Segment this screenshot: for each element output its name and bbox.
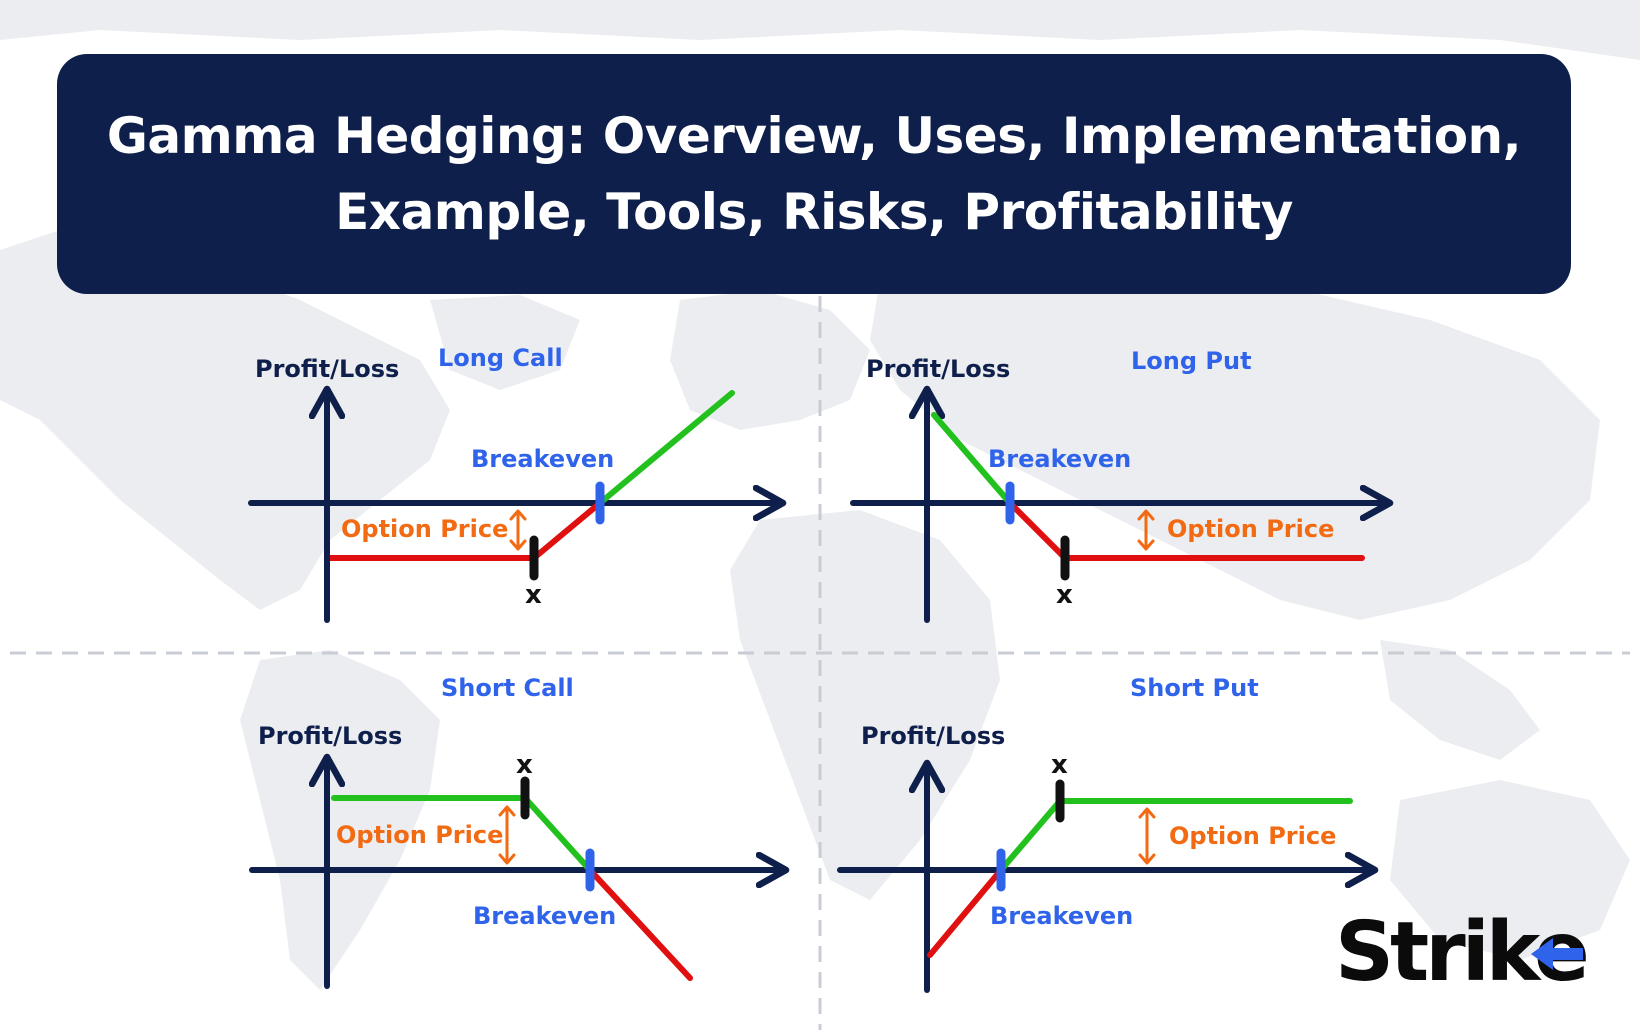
logo-arrow-accent bbox=[1531, 938, 1583, 970]
breakeven-label: Breakeven bbox=[990, 902, 1133, 930]
panel-title-long-put: Long Put bbox=[1131, 347, 1252, 375]
strike-label: x bbox=[1051, 750, 1068, 780]
strike-label: x bbox=[1056, 580, 1073, 610]
title-line-1: Gamma Hedging: Overview, Uses, Implement… bbox=[106, 107, 1522, 165]
axis-label-profit-loss: Profit/Loss bbox=[258, 722, 402, 750]
map-africa bbox=[730, 510, 1000, 900]
breakeven-label: Breakeven bbox=[988, 445, 1131, 473]
map-australia bbox=[1390, 780, 1630, 960]
option-price-arrow bbox=[1138, 807, 1156, 865]
strike-logo: Strike bbox=[1335, 905, 1590, 992]
panel-long-call: Profit/Loss Long Call Breakeven Option P… bbox=[248, 344, 780, 623]
map-north-top bbox=[0, 0, 1640, 60]
panel-title-long-call: Long Call bbox=[438, 344, 563, 372]
panel-title-short-call: Short Call bbox=[441, 674, 574, 702]
axis-label-profit-loss: Profit/Loss bbox=[861, 722, 1005, 750]
breakeven-label: Breakeven bbox=[473, 902, 616, 930]
option-price-arrow bbox=[498, 805, 516, 865]
option-price-label: Option Price bbox=[1167, 515, 1334, 543]
axis-label-profit-loss: Profit/Loss bbox=[866, 355, 1010, 383]
title-line-2: Example, Tools, Risks, Profitability bbox=[335, 183, 1293, 241]
title-banner: Gamma Hedging: Overview, Uses, Implement… bbox=[57, 54, 1571, 294]
profit-segment bbox=[931, 412, 1013, 506]
option-price-arrow bbox=[1137, 509, 1155, 551]
option-price-arrow bbox=[509, 509, 527, 551]
option-price-label: Option Price bbox=[1169, 822, 1336, 850]
map-north-america bbox=[0, 230, 450, 610]
axis-label-profit-loss: Profit/Loss bbox=[255, 355, 399, 383]
profit-segment bbox=[597, 390, 735, 506]
panel-long-put: Profit/Loss Long Put Breakeven Option Pr… bbox=[850, 347, 1387, 623]
map-greenland bbox=[430, 295, 580, 390]
panel-short-put: Short Put Profit/Loss x Option Price Bre… bbox=[837, 674, 1372, 993]
loss-segment bbox=[927, 867, 1004, 958]
strike-label: x bbox=[525, 580, 542, 610]
option-price-label: Option Price bbox=[336, 821, 503, 849]
breakeven-label: Breakeven bbox=[471, 445, 614, 473]
map-south-america bbox=[240, 650, 440, 990]
page-title: Gamma Hedging: Overview, Uses, Implement… bbox=[106, 98, 1522, 250]
loss-segment bbox=[587, 867, 693, 981]
strike-label: x bbox=[516, 750, 533, 780]
map-asia bbox=[870, 260, 1600, 620]
option-price-label: Option Price bbox=[341, 515, 508, 543]
panel-title-short-put: Short Put bbox=[1130, 674, 1259, 702]
map-southeast-asia bbox=[1380, 640, 1540, 760]
panel-short-call: Short Call Profit/Loss x Option Price Br… bbox=[249, 674, 783, 989]
